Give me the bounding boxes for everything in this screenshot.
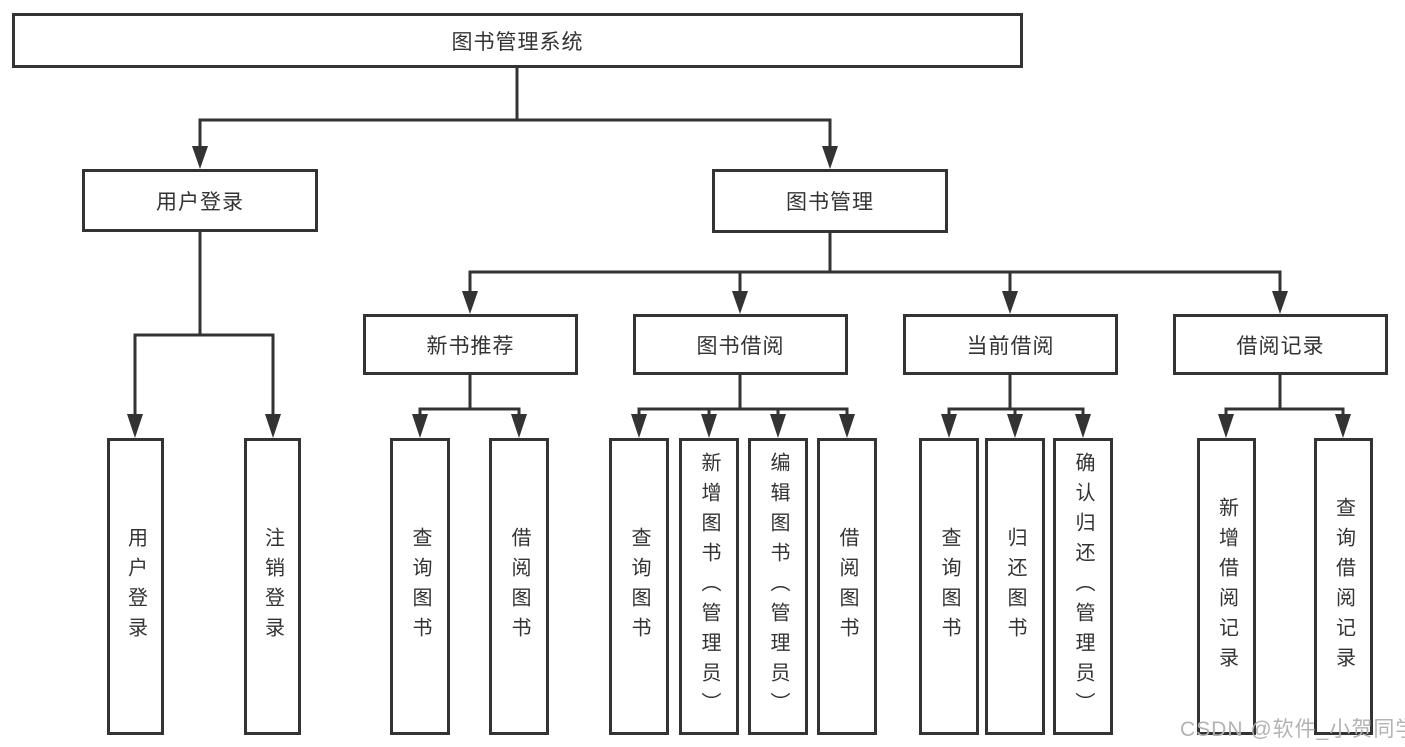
csdn-watermark: CSDN @软件_小贺同学 [1180,718,1405,741]
leaf-logout: 注销登录 [244,438,301,735]
leaf-query-books-borrow: 查询图书 [609,438,669,735]
leaf-borrow-books-borrow: 借阅图书 [817,438,877,735]
node-root-system: 图书管理系统 [12,13,1023,68]
leaf-borrow-books-recommend: 借阅图书 [489,438,549,735]
leaf-confirm-return-admin: 确认归还（管理员） [1053,438,1113,735]
leaf-user-login: 用户登录 [107,438,164,735]
leaf-edit-book-admin: 编辑图书（管理员） [748,438,808,735]
leaf-query-books-current: 查询图书 [919,438,979,735]
node-borrow-records: 借阅记录 [1173,314,1388,375]
node-user-login: 用户登录 [82,169,318,232]
node-current-borrow: 当前借阅 [903,314,1118,375]
leaf-query-borrow-record: 查询借阅记录 [1314,438,1373,735]
leaf-add-book-admin: 新增图书（管理员） [679,438,739,735]
leaf-add-borrow-record: 新增借阅记录 [1197,438,1256,735]
leaf-query-books-recommend: 查询图书 [390,438,450,735]
node-book-borrow: 图书借阅 [633,314,848,375]
leaf-return-book: 归还图书 [985,438,1045,735]
node-new-book-recommend: 新书推荐 [363,314,578,375]
node-book-management: 图书管理 [712,169,948,233]
